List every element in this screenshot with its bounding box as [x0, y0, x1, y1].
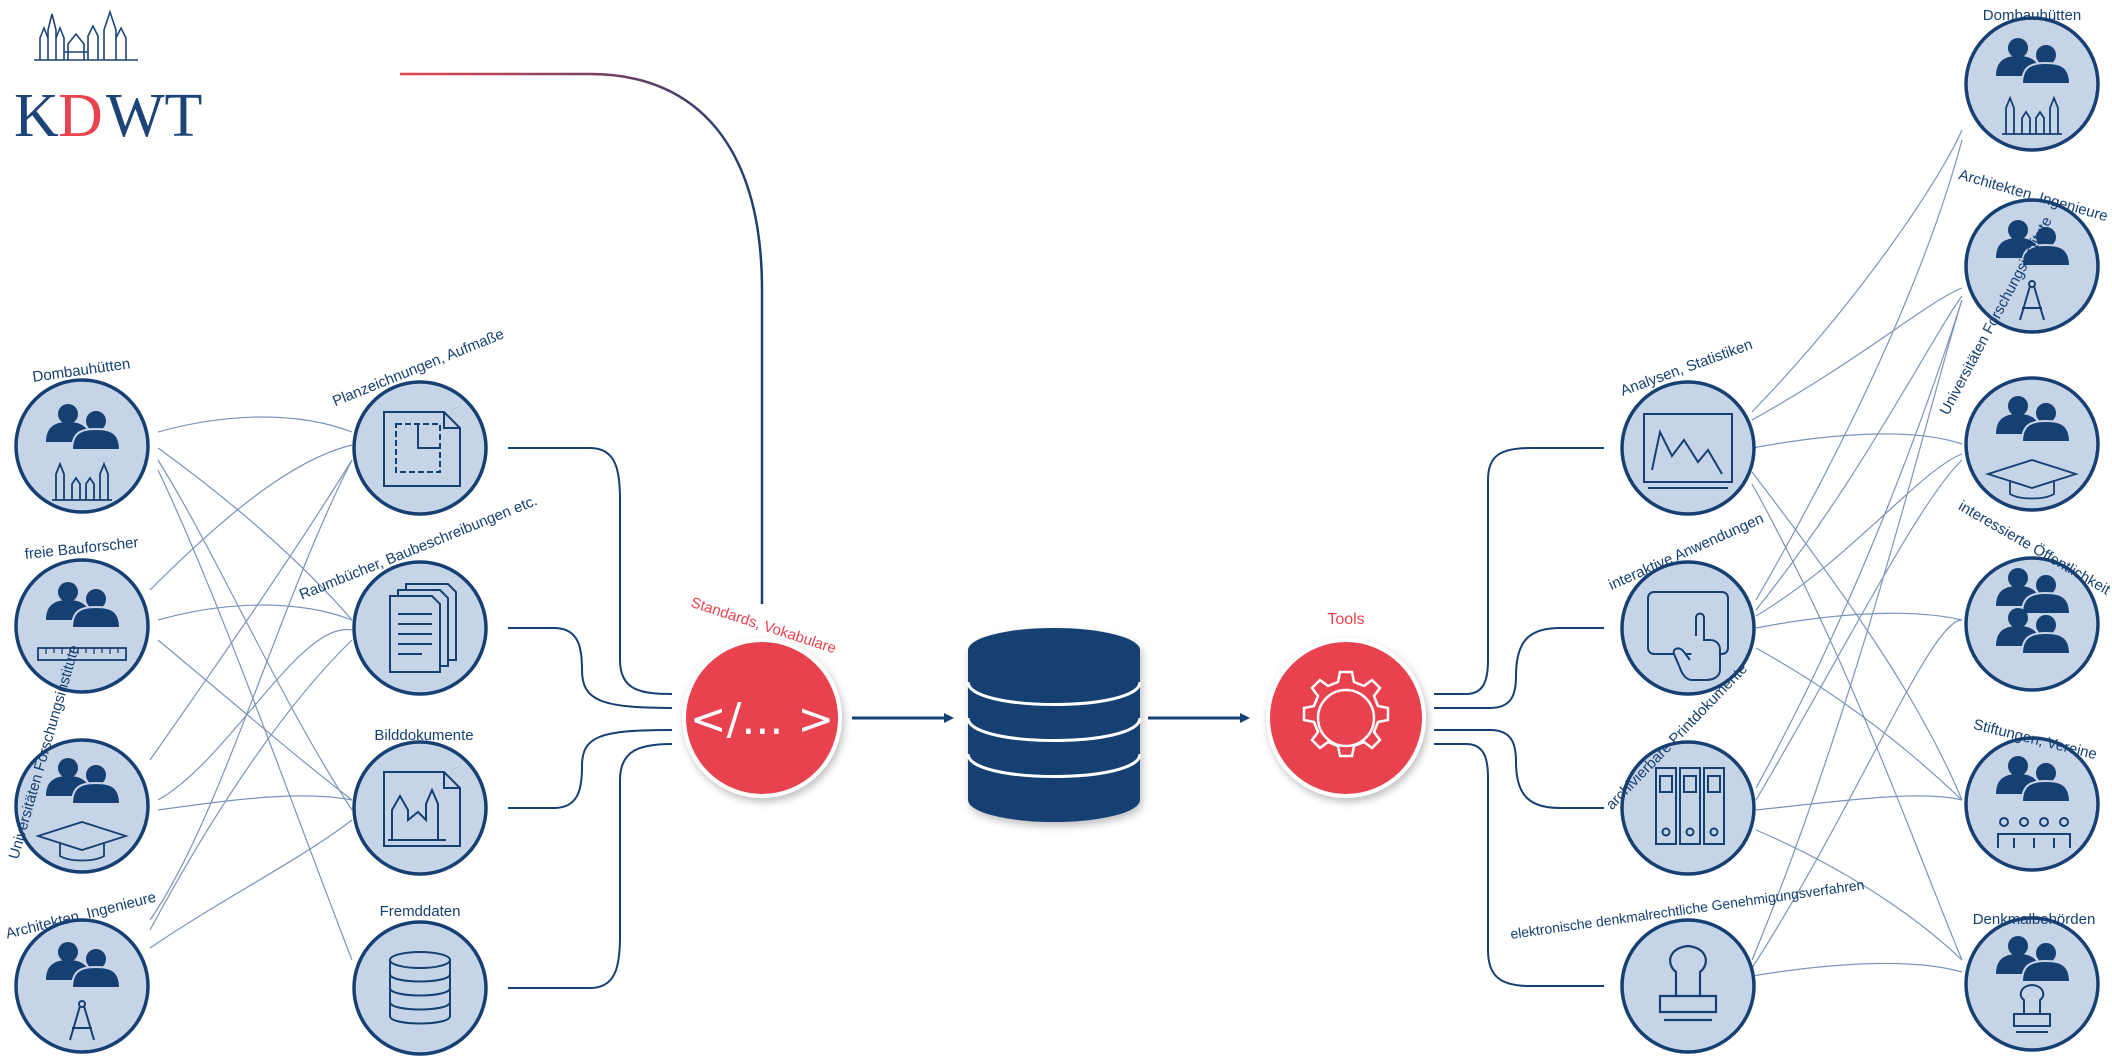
source-label: Bilddokumente — [374, 727, 473, 744]
output-genehmigung: elektronische denkmalrechtliche Genehmig… — [1509, 876, 1865, 1054]
right-group-public: interessierte Öffentlichkeit — [1955, 497, 2112, 692]
left-group-architekten: Architekten, Ingenieure — [4, 889, 158, 1054]
code-symbol: </... > — [690, 694, 835, 745]
kdwt-logo: K D WT — [14, 9, 202, 150]
standards-feed-line — [400, 72, 764, 604]
left-group-uni: Universitäten Forschungsinstitute — [6, 643, 150, 874]
group-icon — [1997, 817, 2071, 848]
right-group-label: Denkmalbehörden — [1973, 911, 2096, 928]
left-crosslinks — [149, 416, 353, 961]
touch-tablet-icon — [1647, 591, 1729, 681]
left-group-bauforscher: freie Bauforscher — [14, 534, 150, 694]
source-raumbuch: Raumbücher, Baubeschreibungen etc. — [297, 492, 540, 696]
floorplan-icon — [383, 411, 461, 487]
source-connectors — [508, 447, 673, 989]
output-connectors — [1434, 447, 1604, 987]
tools-node: Tools — [1266, 611, 1426, 798]
line-chart-icon — [1643, 413, 1733, 489]
ruler-icon — [37, 647, 127, 661]
source-fremd: Fremddaten — [352, 903, 488, 1056]
compass-icon — [69, 1000, 95, 1041]
compass-icon — [2019, 280, 2045, 321]
database-icon — [389, 951, 451, 1025]
right-crosslinks — [1751, 129, 1963, 977]
gear-icon — [1302, 670, 1390, 758]
logo-letters-wt: WT — [106, 82, 202, 150]
stamp-icon — [1658, 944, 1718, 1022]
logo-letter-d: D — [58, 82, 103, 150]
source-plan: Planzeichnungen, Aufmaße — [330, 326, 507, 516]
tools-label: Tools — [1327, 611, 1364, 628]
right-group-stiftungen: Stiftungen, Vereine — [1964, 716, 2100, 872]
binders-icon — [1655, 767, 1725, 845]
cathedral-icon — [2002, 95, 2062, 135]
documents-icon — [389, 583, 457, 673]
graduation-cap-icon — [1985, 459, 2079, 500]
graduation-cap-icon — [35, 821, 129, 862]
central-database — [966, 628, 1142, 822]
right-group-dombauhuetten: Dombauhütten — [1964, 7, 2100, 152]
left-group-dombauhuetten: Dombauhütten — [14, 355, 150, 514]
cathedral-icon — [52, 461, 112, 501]
source-bild: Bilddokumente — [352, 727, 488, 876]
source-label: Fremddaten — [380, 903, 461, 920]
standards-node: </... > Standards, Vokabulare — [682, 594, 842, 798]
stamp-icon — [2013, 983, 2051, 1033]
picture-icon — [383, 771, 461, 847]
output-analysen: Analysen, Statistiken — [1618, 336, 1756, 516]
right-group-denkmalbehoerden: Denkmalbehörden — [1964, 911, 2100, 1052]
logo-letter-k: K — [14, 82, 59, 150]
right-group-label: Dombauhütten — [1983, 7, 2081, 24]
